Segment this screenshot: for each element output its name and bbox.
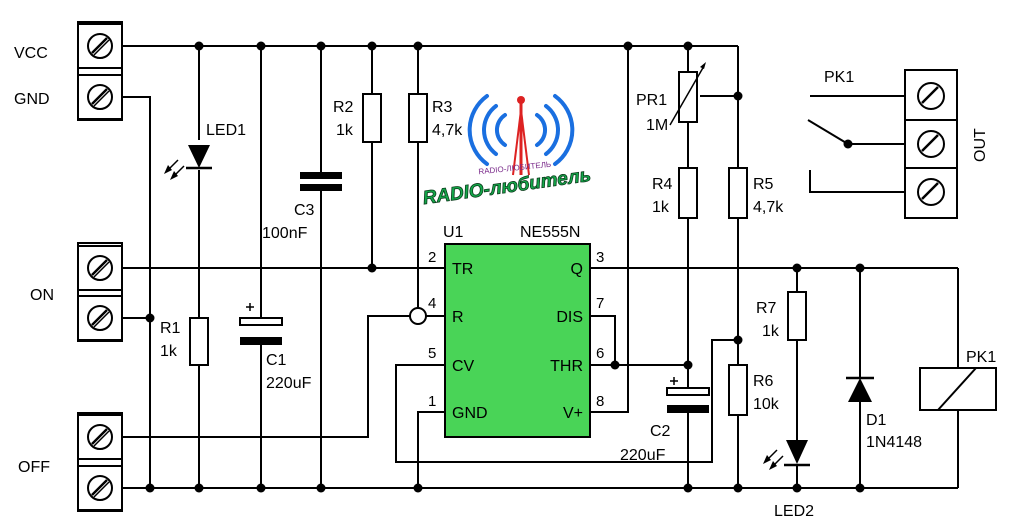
r5-symbol [728,167,748,219]
chip-model: NE555N [520,224,580,241]
chip-body [444,243,591,438]
pin-label: DIS [556,309,583,326]
led1-symbol [164,145,212,180]
pin-label: R [452,309,464,326]
r6-symbol [728,364,748,416]
led2-symbol [763,440,810,470]
relay-coil-symbol [919,367,997,411]
vcc-label: VCC [14,45,48,62]
off-label: OFF [18,459,50,476]
r4-value: 1k [652,199,670,216]
pin-label: GND [452,405,488,422]
terminal-block-on [76,242,124,342]
r7-name: R7 [756,300,777,317]
ne555-chip [409,243,591,438]
pin-num: 1 [428,393,436,410]
c2-name: C2 [650,423,671,440]
c2-value: 220uF [620,447,666,464]
c1-symbol [239,303,283,345]
r2-symbol [362,93,382,143]
pin-num: 5 [428,345,436,362]
r5-name: R5 [753,176,774,193]
pin-label: TR [452,261,473,278]
on-label: ON [30,287,54,304]
r2-value: 1k [336,122,354,139]
pin-label: Q [571,261,583,278]
gnd-label: GND [14,91,50,108]
r2-name: R2 [333,99,354,116]
c2-symbol [666,377,710,413]
terminal-block-power [76,21,124,121]
d1-name: D1 [866,412,887,429]
relay-contact-label: PK1 [824,69,854,86]
terminal-block-out [904,69,958,219]
pin-label: V+ [563,405,583,422]
r3-symbol [408,93,428,143]
reset-inverter-bubble [409,307,427,325]
r6-value: 10k [753,396,780,413]
pr1-name: PR1 [636,92,667,109]
pin-num: 6 [596,345,604,362]
c3-value: 100nF [262,225,308,242]
r6-name: R6 [753,373,774,390]
c1-name: C1 [266,352,287,369]
d1-symbol [846,376,874,402]
wires [122,45,959,489]
r1-name: R1 [160,320,181,337]
terminal-block-off [76,412,124,512]
r7-value: 1k [762,323,780,340]
r4-symbol [678,167,698,219]
r1-value: 1k [160,343,178,360]
pin-num: 7 [596,295,604,312]
r7-symbol [787,291,807,341]
led2-label: LED2 [774,503,814,520]
r4-name: R4 [652,176,673,193]
junction-dots [145,41,865,493]
r3-value: 4,7k [432,122,463,139]
pin-num: 8 [596,393,604,410]
c3-name: C3 [294,202,315,219]
pr1-symbol [669,62,706,126]
c1-value: 220uF [266,375,312,392]
relay-coil-label: PK1 [966,349,996,366]
r3-name: R3 [432,99,453,116]
r1-symbol [189,317,209,366]
pin-label: CV [452,358,475,375]
led1-label: LED1 [206,122,246,139]
chip-ref: U1 [443,224,464,241]
pin-num: 3 [596,249,604,266]
pin-num: 2 [428,249,436,266]
d1-value: 1N4148 [866,434,922,451]
c3-symbol [300,172,342,191]
pin-label: THR [550,358,583,375]
out-label: OUT [972,128,989,162]
pin-num: 4 [428,295,436,312]
r5-value: 4,7k [753,199,784,216]
pr1-value: 1M [646,117,668,134]
